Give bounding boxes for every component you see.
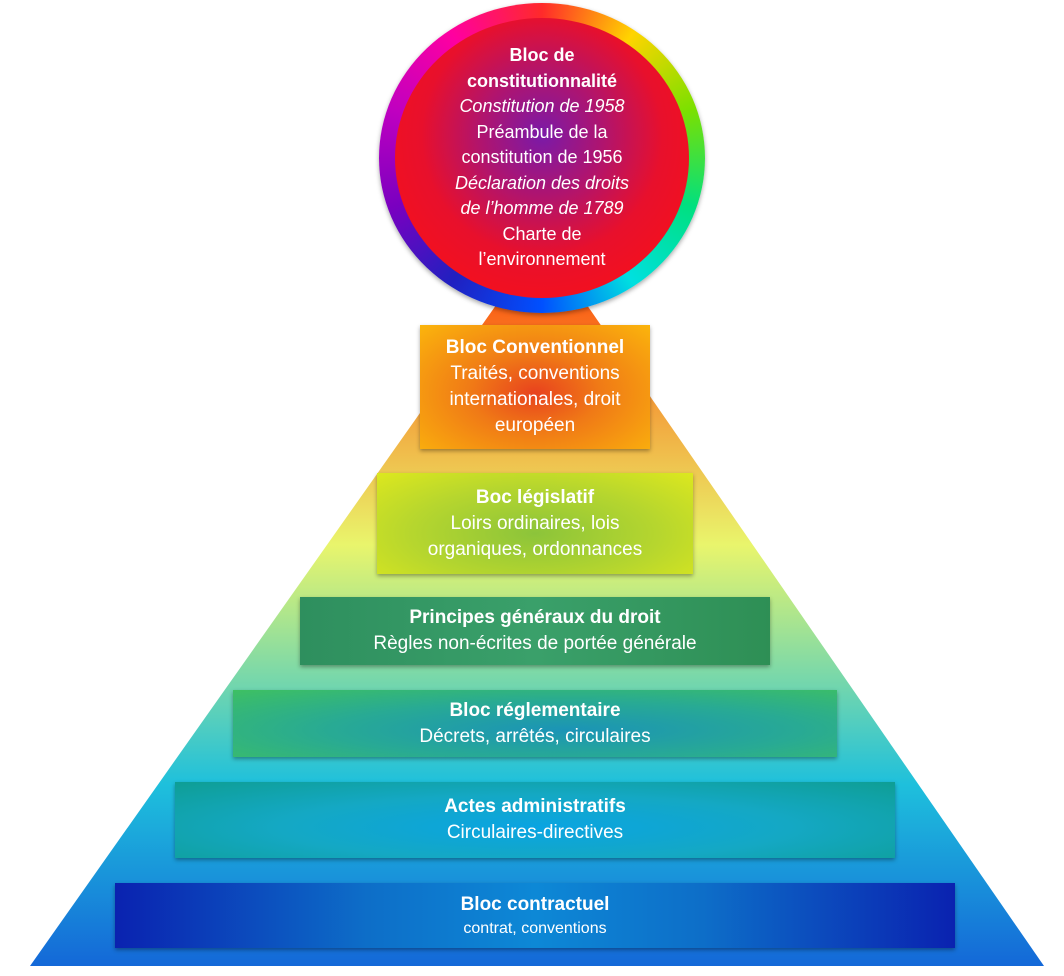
constitution-line: constitution de 1956 — [461, 147, 623, 168]
constitution-line: Déclaration des droits — [454, 172, 630, 193]
constitution-line: Constitution de 1958 — [459, 96, 625, 117]
constitution-line: Préambule de la — [476, 121, 608, 142]
block-line: organiques, ordonnances — [427, 538, 643, 560]
block-title: Bloc Conventionnel — [445, 337, 625, 358]
block-title: Actes administratifs — [444, 796, 626, 817]
constitution-line: de l’homme de 1789 — [460, 198, 624, 219]
constitution-line: constitutionnalité — [467, 70, 617, 91]
block-title: Boc législatif — [475, 486, 595, 508]
block-line: Circulaires-directives — [446, 822, 624, 843]
block-contractuel: Bloc contractuel contrat, conventions — [115, 883, 955, 948]
constitution-line: l’environnement — [478, 249, 606, 270]
block-title: Bloc réglementaire — [449, 699, 621, 721]
block-line: Loirs ordinaires, lois — [450, 512, 620, 534]
constitution-line: Charte de — [502, 223, 582, 244]
block-line: internationales, droit — [449, 389, 621, 410]
constitution-line: Bloc de — [509, 45, 575, 66]
block-title: Bloc contractuel — [460, 893, 610, 915]
block-line: contrat, conventions — [463, 919, 607, 937]
block-title: Principes généraux du droit — [409, 607, 661, 628]
block-line: Traités, conventions — [450, 363, 620, 384]
block-line: Règles non-écrites de portée générale — [373, 633, 697, 654]
block-line: européen — [494, 415, 576, 436]
block-line: Décrets, arrêtés, circulaires — [419, 725, 651, 747]
